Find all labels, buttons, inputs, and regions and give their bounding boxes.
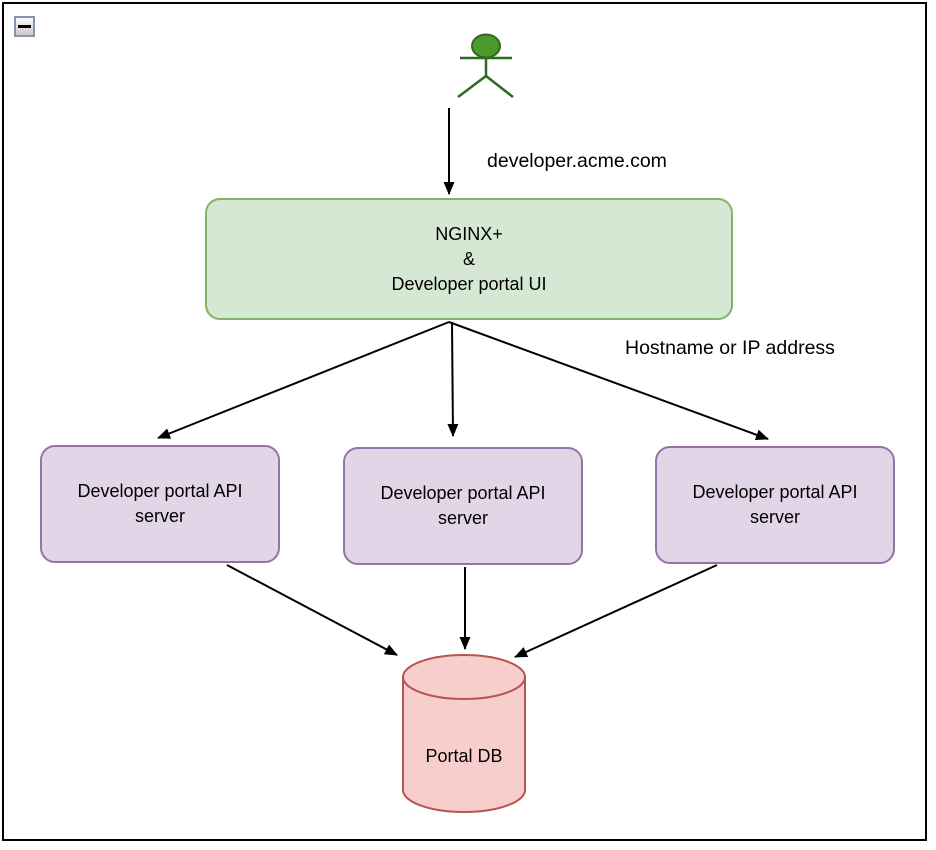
node-api-server-3-label: Developer portal API server xyxy=(692,482,858,527)
user-actor-icon[interactable] xyxy=(457,33,514,98)
edge-gateway-api1[interactable] xyxy=(157,321,450,439)
node-portal-db-label: Portal DB xyxy=(425,746,503,766)
node-portal-db-shape[interactable] xyxy=(402,654,526,813)
node-nginx-gateway[interactable]: NGINX+ & Developer portal UI xyxy=(205,198,733,320)
minus-icon xyxy=(18,25,31,28)
node-api-server-3[interactable]: Developer portal API server xyxy=(655,446,895,564)
edge-gateway-api2[interactable] xyxy=(447,321,459,437)
request-url-label: developer.acme.com xyxy=(487,150,667,172)
node-api-server-2-label: Developer portal API server xyxy=(380,483,546,528)
edge-api1-db[interactable] xyxy=(226,564,398,656)
node-api-server-2[interactable]: Developer portal API server xyxy=(343,447,583,565)
node-api-server-1-label: Developer portal API server xyxy=(77,481,243,526)
hostname-ip-label: Hostname or IP address xyxy=(625,337,835,359)
node-api-server-1[interactable]: Developer portal API server xyxy=(40,445,280,563)
collapse-button[interactable] xyxy=(14,16,35,37)
edge-api3-db[interactable] xyxy=(514,564,718,658)
edge-gateway-api3[interactable] xyxy=(448,321,769,441)
node-nginx-gateway-label: NGINX+ & Developer portal UI xyxy=(391,223,547,294)
